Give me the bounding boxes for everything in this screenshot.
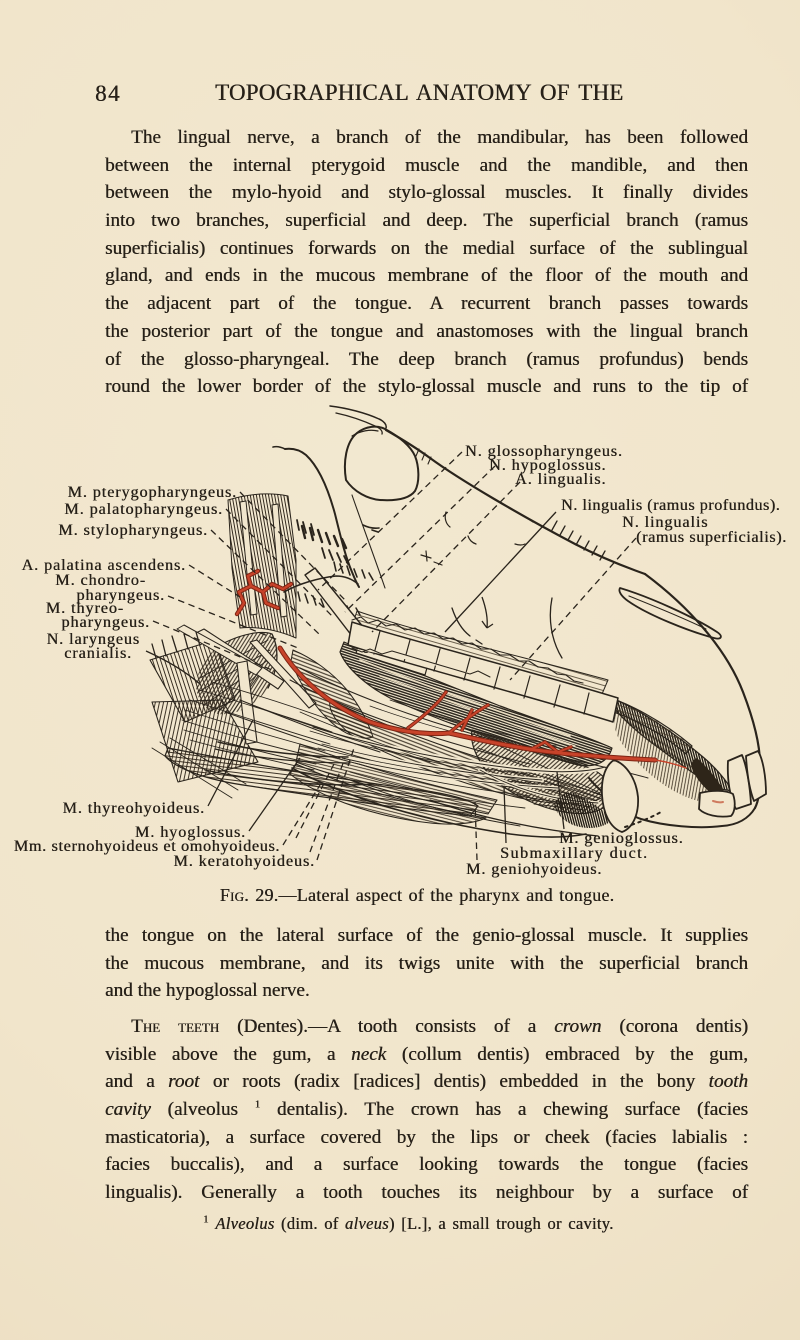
svg-text:N. lingualis: N. lingualis	[622, 513, 708, 531]
svg-text:M. thyreo-: M. thyreo-	[46, 599, 124, 617]
svg-text:M. hyoglossus.: M. hyoglossus.	[135, 823, 246, 841]
svg-text:Submaxillary duct.: Submaxillary duct.	[500, 844, 648, 862]
svg-text:M. palatopharyngeus.: M. palatopharyngeus.	[64, 500, 223, 518]
svg-text:cranialis.: cranialis.	[64, 644, 132, 662]
svg-text:(ramus superficialis).: (ramus superficialis).	[636, 528, 787, 546]
svg-text:N. lingualis (ramus profundus): N. lingualis (ramus profundus).	[561, 496, 780, 514]
svg-text:M. genioglossus.: M. genioglossus.	[559, 829, 684, 847]
svg-text:A. palatina ascendens.: A. palatina ascendens.	[21, 556, 186, 574]
svg-text:M. stylopharyngeus.: M. stylopharyngeus.	[58, 521, 208, 539]
svg-text:Mm. sternohyoideus et omohyoid: Mm. sternohyoideus et omohyoideus.	[14, 837, 280, 855]
svg-text:M. thyreohyoideus.: M. thyreohyoideus.	[62, 799, 205, 817]
svg-text:N. glossopharyngeus.: N. glossopharyngeus.	[465, 442, 623, 460]
svg-text:N. hypoglossus.: N. hypoglossus.	[489, 456, 606, 474]
svg-text:pharyngeus.: pharyngeus.	[61, 613, 150, 631]
svg-text:M. chondro-: M. chondro-	[55, 571, 146, 589]
svg-text:pharyngeus.: pharyngeus.	[76, 586, 165, 604]
svg-text:A. lingualis.: A. lingualis.	[515, 470, 606, 488]
svg-text:M. pterygopharyngeus.: M. pterygopharyngeus.	[67, 483, 237, 501]
svg-text:M. geniohyoideus.: M. geniohyoideus.	[466, 860, 602, 878]
svg-text:N. laryngeus: N. laryngeus	[46, 630, 140, 648]
svg-text:M. keratohyoideus.: M. keratohyoideus.	[173, 852, 315, 870]
